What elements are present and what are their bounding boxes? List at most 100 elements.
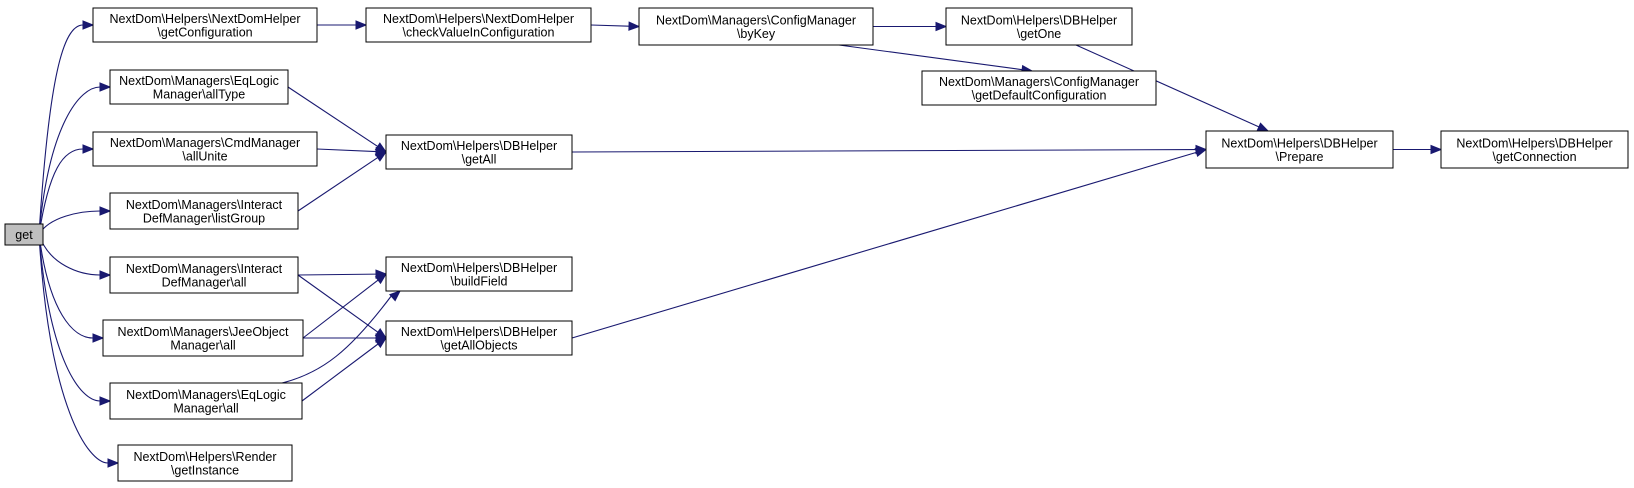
edge-get-to-getConfiguration — [38, 20, 95, 235]
node-getConnection[interactable]: NextDom\Helpers\DBHelper\getConnection — [1440, 130, 1629, 169]
edge-jeeObjectAll-to-getAllObjects — [303, 333, 388, 343]
node-box — [638, 7, 874, 46]
edge-byKey-to-getOne — [873, 21, 948, 32]
node-label-line: NextDom\Helpers\DBHelper — [401, 261, 557, 275]
node-buildField[interactable]: NextDom\Helpers\DBHelper\buildField — [385, 256, 573, 292]
node-box — [385, 134, 573, 170]
node-box — [117, 444, 293, 482]
node-label-line: DefManager\listGroup — [143, 211, 265, 225]
node-label-line: NextDom\Managers\Interact — [126, 198, 283, 212]
node-getAll[interactable]: NextDom\Helpers\DBHelper\getAll — [385, 134, 573, 170]
node-label-line: \checkValueInConfiguration — [403, 25, 555, 39]
node-label-line: NextDom\Helpers\NextDomHelper — [383, 12, 574, 26]
node-box — [4, 223, 44, 246]
node-label-line: Manager\allType — [153, 87, 245, 101]
node-label-line: NextDom\Helpers\DBHelper — [401, 325, 557, 339]
node-box — [109, 69, 289, 105]
node-box — [109, 256, 299, 294]
edge-byKey-to-getDefaultConfiguration — [838, 44, 1034, 75]
edge-checkValueInConfiguration-to-byKey — [590, 21, 641, 31]
node-label-line: \Prepare — [1276, 150, 1324, 164]
node-label-line: Manager\all — [170, 338, 235, 352]
node-label-line: NextDom\Managers\JeeObject — [118, 325, 289, 339]
arrowhead — [99, 270, 112, 280]
node-label-line: NextDom\Helpers\DBHelper — [1456, 136, 1612, 150]
edge-eqLogicAll-to-getAllObjects — [301, 337, 388, 402]
node-listGroup[interactable]: NextDom\Managers\InteractDefManager\list… — [109, 192, 299, 230]
node-byKey[interactable]: NextDom\Managers\ConfigManager\byKey — [638, 7, 874, 46]
arrowhead — [374, 151, 388, 162]
node-label-line: NextDom\Helpers\Render — [133, 450, 276, 464]
edge-getAllObjects-to-prepare — [571, 147, 1208, 339]
node-label-line: NextDom\Helpers\NextDomHelper — [109, 12, 300, 26]
node-layer: getNextDom\Helpers\NextDomHelper\getConf… — [4, 7, 1629, 482]
arrowhead — [1194, 147, 1208, 158]
node-box — [945, 7, 1133, 46]
arrowhead — [99, 206, 112, 216]
node-box — [1440, 130, 1629, 169]
node-allUnite[interactable]: NextDom\Managers\CmdManager\allUnite — [92, 131, 318, 167]
edge-get-to-jeeObjectAll — [38, 234, 105, 343]
node-label-line: \getDefaultConfiguration — [972, 88, 1107, 102]
edge-get-to-listGroup — [38, 206, 112, 235]
arrowhead — [99, 82, 112, 92]
edge-interactAll-to-buildField — [297, 269, 388, 279]
node-get[interactable]: get — [4, 223, 44, 246]
arrowhead — [1256, 122, 1270, 132]
node-checkValueInConfiguration[interactable]: NextDom\Helpers\NextDomHelper\checkValue… — [365, 7, 592, 43]
node-label-line: DefManager\all — [162, 275, 247, 289]
node-label-line: \getConnection — [1492, 150, 1576, 164]
node-box — [385, 256, 573, 292]
node-label-line: get — [15, 228, 33, 242]
node-box — [109, 192, 299, 230]
arrowhead — [355, 20, 368, 30]
node-label-line: NextDom\Managers\ConfigManager — [656, 13, 856, 27]
node-box — [109, 382, 303, 420]
arrowhead — [374, 337, 388, 349]
arrowhead — [1430, 144, 1443, 155]
arrowhead — [82, 144, 95, 154]
node-prepare[interactable]: NextDom\Helpers\DBHelper\Prepare — [1205, 130, 1394, 169]
node-box — [1205, 130, 1394, 169]
node-label-line: \getOne — [1017, 27, 1062, 41]
node-label-line: NextDom\Managers\EqLogic — [126, 388, 286, 402]
edge-get-to-interactAll — [38, 234, 112, 280]
node-label-line: NextDom\Helpers\DBHelper — [401, 139, 557, 153]
node-label-line: \buildField — [451, 274, 508, 288]
arrowhead — [99, 396, 112, 406]
arrowhead — [935, 21, 948, 32]
node-getDefaultConfiguration[interactable]: NextDom\Managers\ConfigManager\getDefaul… — [921, 70, 1157, 106]
node-label-line: Manager\all — [173, 401, 238, 415]
node-label-line: \getConfiguration — [157, 25, 252, 39]
edge-prepare-to-getConnection — [1393, 144, 1443, 155]
node-box — [921, 70, 1157, 106]
edge-getAll-to-prepare — [571, 144, 1208, 155]
node-box — [92, 131, 318, 167]
node-box — [102, 319, 304, 357]
node-getOne[interactable]: NextDom\Helpers\DBHelper\getOne — [945, 7, 1133, 46]
node-getConfiguration[interactable]: NextDom\Helpers\NextDomHelper\getConfigu… — [92, 7, 318, 43]
edge-listGroup-to-getAll — [297, 151, 388, 212]
arrowhead — [92, 333, 105, 343]
node-label-line: NextDom\Helpers\DBHelper — [1221, 136, 1377, 150]
edge-getConfiguration-to-checkValueInConfiguration — [317, 20, 368, 30]
edge-get-to-eqLogicAll — [38, 234, 112, 406]
arrowhead — [107, 458, 120, 468]
node-label-line: \allUnite — [182, 149, 227, 163]
node-label-line: \byKey — [737, 27, 776, 41]
arrowhead — [628, 21, 641, 31]
node-getInstance[interactable]: NextDom\Helpers\Render\getInstance — [117, 444, 293, 482]
edge-get-to-allUnite — [38, 144, 95, 235]
arrowhead — [388, 290, 402, 302]
node-box — [385, 320, 573, 356]
node-label-line: \getInstance — [171, 463, 239, 477]
node-label-line: NextDom\Managers\EqLogic — [119, 74, 279, 88]
node-box — [365, 7, 592, 43]
edge-get-to-getInstance — [38, 234, 120, 468]
node-getAllObjects[interactable]: NextDom\Helpers\DBHelper\getAllObjects — [385, 320, 573, 356]
